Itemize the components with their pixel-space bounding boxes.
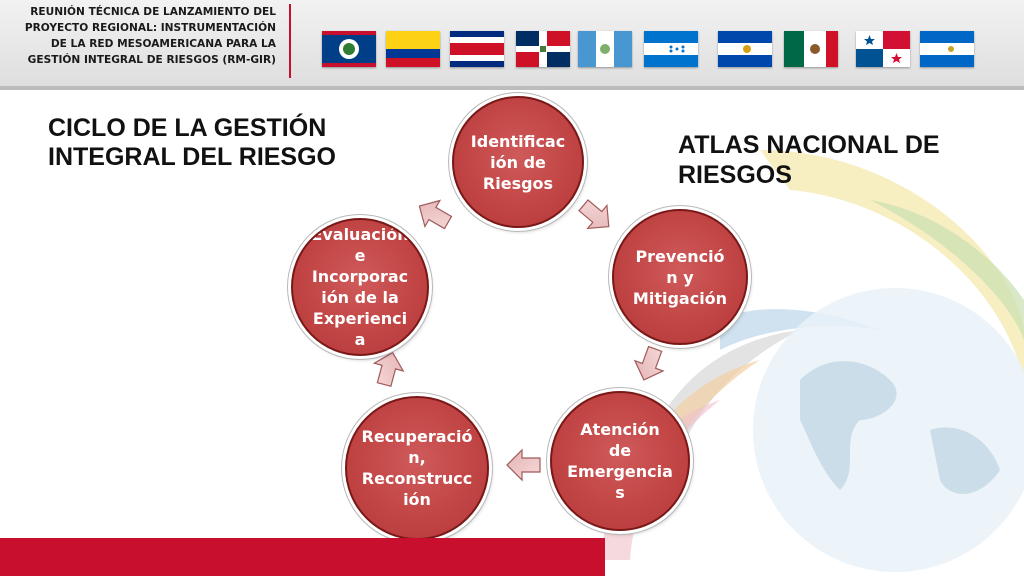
globe-icon <box>753 288 1024 572</box>
guatemala-flag-icon <box>578 31 632 67</box>
header-divider <box>289 4 291 78</box>
nicaragua-flag-icon <box>920 31 974 67</box>
cycle-node-identificacion: Identificac ión de Riesgos <box>452 96 584 228</box>
cycle-title: CICLO DE LA GESTIÓN INTEGRAL DEL RIESGO <box>48 114 337 171</box>
dominican-republic-flag-icon <box>516 31 570 67</box>
cycle-node-prevencion-label: Prevenció n y Mitigación <box>632 246 728 308</box>
decorative-swoosh-green <box>870 200 1024 340</box>
cycle-node-recuperacion-label: Recuperació n, Reconstrucc ión <box>361 427 473 509</box>
cycle-arrow-identificacion-to-prevencion <box>578 199 610 230</box>
colombia-flag-icon <box>386 31 440 67</box>
bottom-accent-bar <box>0 538 605 576</box>
cycle-arrow-recuperacion-to-evaluacion <box>372 351 405 388</box>
costa-rica-flag-icon <box>450 31 504 67</box>
cycle-node-identificacion-label: Identificac ión de Riesgos <box>470 131 566 193</box>
header-separator-line <box>0 86 1024 90</box>
header-title: REUNIÓN TÉCNICA DE LANZAMIENTO DEL PROYE… <box>24 6 276 66</box>
cycle-arrow-evaluacion-to-identificacion <box>418 199 453 230</box>
cycle-node-evaluacion: Evaluación e Incorporac ión de la Experi… <box>291 218 429 356</box>
header-bar: REUNIÓN TÉCNICA DE LANZAMIENTO DEL PROYE… <box>0 0 1024 88</box>
atlas-title: ATLAS NACIONAL DE RIESGOS <box>678 131 940 189</box>
globe-continent-shape <box>930 427 1000 494</box>
el-salvador-flag-icon <box>718 31 772 67</box>
honduras-flag-icon <box>644 31 698 67</box>
mexico-flag-icon <box>784 31 838 67</box>
cycle-node-prevencion: Prevenció n y Mitigación <box>612 209 748 345</box>
cycle-arrow-atencion-to-recuperacion <box>506 448 541 482</box>
cycle-node-evaluacion-label: Evaluación e Incorporac ión de la Experi… <box>311 225 409 349</box>
belize-flag-icon <box>322 31 376 67</box>
cycle-node-atencion-label: Atención de Emergencia s <box>567 420 673 502</box>
globe-continent-shape <box>800 361 897 490</box>
panama-flag-icon <box>856 31 910 67</box>
cycle-node-atencion: Atención de Emergencia s <box>550 391 690 531</box>
cycle-arrow-prevencion-to-atencion <box>633 345 665 381</box>
cycle-node-recuperacion: Recuperació n, Reconstrucc ión <box>345 396 489 540</box>
